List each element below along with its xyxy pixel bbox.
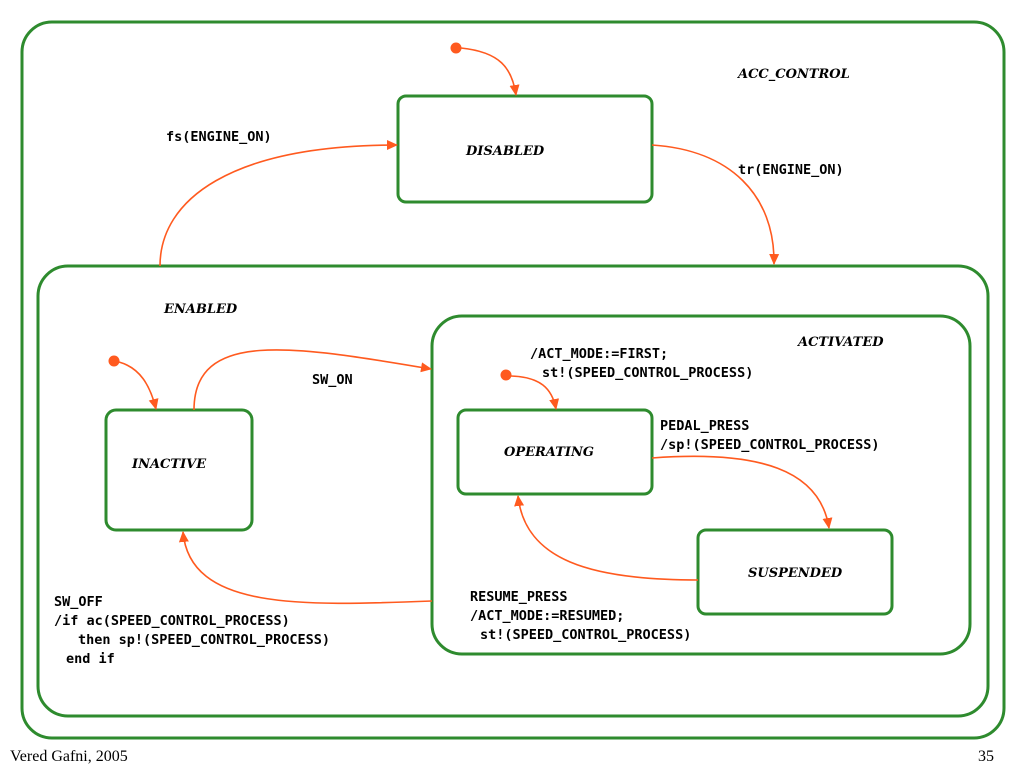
state-disabled: [396, 94, 654, 204]
state-enabled: [36, 264, 990, 718]
state-suspended: [696, 528, 894, 616]
label-sw-off-1: SW_OFF: [54, 594, 103, 610]
label-tr-engine-on: tr(ENGINE_ON): [738, 162, 844, 178]
state-acc-control: [20, 20, 1006, 740]
label-suspended: SUSPENDED: [748, 566, 843, 581]
label-acc-control: ACC_CONTROL: [736, 67, 850, 82]
initial-dot-acc: [450, 42, 462, 54]
initial-dot-enabled: [108, 355, 120, 367]
label-resume-press-3: st!(SPEED_CONTROL_PROCESS): [480, 627, 691, 643]
arrow-fs-engine-on: [159, 140, 398, 267]
label-pedal-press-2: /sp!(SPEED_CONTROL_PROCESS): [660, 437, 879, 453]
label-disabled: DISABLED: [465, 144, 545, 159]
page-number: 35: [978, 748, 994, 765]
label-sw-off-3: then sp!(SPEED_CONTROL_PROCESS): [78, 632, 330, 648]
label-act-mode-first-1: /ACT_MODE:=FIRST;: [530, 346, 668, 362]
footer-author: Vered Gafni, 2005: [10, 748, 128, 765]
initial-dot-activated: [500, 369, 512, 381]
label-act-mode-first-2: st!(SPEED_CONTROL_PROCESS): [542, 365, 753, 381]
label-operating: OPERATING: [504, 445, 594, 460]
label-activated: ACTIVATED: [796, 335, 884, 350]
label-fs-engine-on: fs(ENGINE_ON): [166, 129, 272, 145]
arrow-pedal-press: [651, 455, 833, 529]
initial-arrow-acc: [460, 47, 520, 96]
state-inactive: [104, 408, 254, 532]
label-inactive: INACTIVE: [131, 457, 207, 472]
label-sw-off-2: /if ac(SPEED_CONTROL_PROCESS): [54, 613, 290, 629]
label-pedal-press-1: PEDAL_PRESS: [660, 418, 749, 434]
arrow-sw-on: [193, 349, 432, 411]
state-activated: [430, 314, 972, 656]
label-sw-on: SW_ON: [312, 372, 353, 388]
arrow-resume-press: [514, 495, 699, 581]
initial-arrow-enabled: [118, 361, 159, 410]
label-sw-off-4: end if: [66, 651, 115, 667]
arrow-tr-engine-on: [651, 144, 780, 265]
label-resume-press-2: /ACT_MODE:=RESUMED;: [470, 608, 624, 624]
arrow-sw-off: [178, 531, 433, 605]
initial-arrow-activated: [510, 375, 560, 410]
label-resume-press-1: RESUME_PRESS: [470, 589, 568, 605]
state-operating: [456, 408, 654, 496]
label-enabled: ENABLED: [163, 302, 238, 317]
